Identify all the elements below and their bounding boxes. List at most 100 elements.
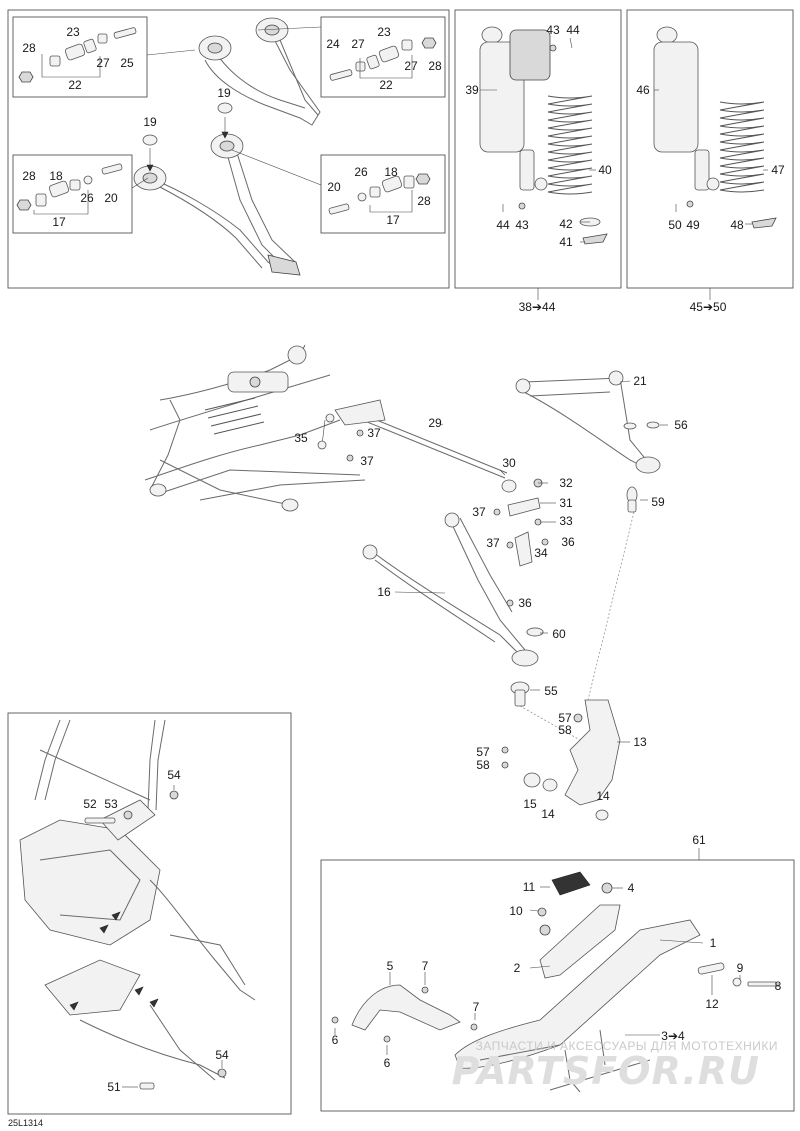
washer-19-pair	[142, 102, 233, 172]
lower-a-arm-drawing	[133, 133, 301, 276]
shock-45-50-box	[626, 9, 794, 289]
callout-44b: 44	[496, 218, 510, 232]
callout-14b: 14	[541, 807, 555, 821]
callout-4: 4	[628, 881, 635, 895]
callout-6a: 6	[332, 1033, 339, 1047]
callout-28b: 28	[428, 59, 442, 73]
callout-28d: 28	[417, 194, 431, 208]
callout-59: 59	[651, 495, 665, 509]
callout-12: 12	[705, 997, 719, 1011]
watermark-tagline: ЗАПЧАСТИ И АКСЕССУАРЫ ДЛЯ МОТОТЕХНИКИ	[476, 1039, 778, 1053]
callout-26b: 26	[354, 165, 368, 179]
callout-51: 51	[107, 1080, 121, 1094]
callout-9: 9	[737, 961, 744, 975]
callout-5: 5	[387, 959, 394, 973]
frame-detail-box	[7, 712, 292, 1115]
callout-36b: 36	[518, 596, 532, 610]
shock-small-hardware	[480, 37, 768, 300]
callout-44a: 44	[566, 23, 580, 37]
ski-assembly-box	[320, 859, 795, 1112]
callout-28a: 28	[22, 41, 36, 55]
callout-49: 49	[686, 218, 700, 232]
callout-55: 55	[544, 684, 558, 698]
shock-46-drawing	[653, 26, 720, 191]
callout-26a: 26	[80, 191, 94, 205]
middle-leader-lines	[394, 380, 668, 743]
upper-a-arm-drawing	[198, 17, 321, 126]
callout-11: 11	[523, 880, 536, 894]
bushing-set-lower-left	[16, 163, 123, 211]
callout-17a: 17	[52, 215, 66, 229]
lower-control-arm-16-drawing	[362, 512, 544, 667]
callout-24: 24	[326, 37, 340, 51]
callout-18a: 18	[49, 169, 63, 183]
spindle-13-drawing	[501, 421, 660, 821]
steering-link-31-34-drawing	[493, 478, 549, 607]
callout-34: 34	[534, 546, 548, 560]
bushing-detail-box-upper-right	[320, 16, 446, 98]
callout-57b: 57	[476, 745, 490, 759]
callout-22b: 22	[379, 78, 393, 92]
callout-56: 56	[674, 418, 688, 432]
callout-labels: 23 28 22 27 25 24 27 23 27 28 22 19 19 2…	[22, 23, 785, 1094]
callout-6b: 6	[384, 1056, 391, 1070]
callout-30: 30	[502, 456, 516, 470]
callout-33: 33	[559, 514, 573, 528]
callout-58b: 58	[476, 758, 490, 772]
callout-48: 48	[730, 218, 744, 232]
bushing-set-upper-left	[18, 27, 137, 83]
callout-23a: 23	[66, 25, 80, 39]
callout-58a: 58	[558, 723, 572, 737]
callout-3-to-4: 3➔4	[661, 1029, 685, 1043]
bushing-detail-box-lower-left	[12, 154, 133, 234]
callout-10: 10	[509, 904, 523, 918]
callout-7b: 7	[473, 1000, 480, 1014]
callout-2: 2	[514, 961, 521, 975]
bushing-set-upper-right	[329, 37, 437, 81]
callout-19b: 19	[143, 115, 157, 129]
callout-35: 35	[294, 431, 308, 445]
callout-43b: 43	[515, 218, 529, 232]
callout-38-to-44: 38➔44	[519, 300, 556, 314]
spring-47-drawing	[719, 101, 777, 229]
callout-40: 40	[598, 163, 612, 177]
diagram-id: 25L1314	[8, 1118, 43, 1128]
a-arm-assembly-box	[7, 9, 450, 289]
callout-54a: 54	[167, 768, 181, 782]
upper-control-arm-21-drawing	[515, 370, 661, 474]
callout-22a: 22	[68, 78, 82, 92]
callout-21: 21	[633, 374, 647, 388]
callout-31: 31	[559, 496, 573, 510]
callout-28c: 28	[22, 169, 36, 183]
callout-29: 29	[428, 416, 442, 430]
callout-43a: 43	[546, 23, 560, 37]
callout-8: 8	[775, 979, 782, 993]
callout-50: 50	[668, 218, 682, 232]
callout-61: 61	[692, 833, 706, 847]
callout-7a: 7	[422, 959, 429, 973]
callout-20b: 20	[327, 180, 341, 194]
callout-53: 53	[104, 797, 118, 811]
frame-detail-drawing	[19, 719, 256, 1090]
bushing-set-lower-right	[328, 173, 431, 215]
callout-13: 13	[633, 735, 647, 749]
callout-36a: 36	[561, 535, 575, 549]
callout-23b: 23	[377, 25, 391, 39]
callout-45-to-50: 45➔50	[690, 300, 727, 314]
callout-41: 41	[559, 235, 573, 249]
callout-16: 16	[377, 585, 391, 599]
callout-37d: 37	[486, 536, 500, 550]
callout-52: 52	[83, 797, 97, 811]
a-arm-leader-lines	[33, 26, 413, 215]
ski-drawing	[331, 848, 779, 1093]
callout-57a: 57	[558, 711, 572, 725]
callout-37b: 37	[360, 454, 374, 468]
callout-27a: 27	[96, 56, 110, 70]
shock-39-drawing	[479, 26, 551, 191]
callout-39: 39	[465, 83, 479, 97]
callout-18b: 18	[384, 165, 398, 179]
callout-47: 47	[771, 163, 785, 177]
callout-1: 1	[710, 936, 717, 950]
callout-19a: 19	[217, 86, 231, 100]
